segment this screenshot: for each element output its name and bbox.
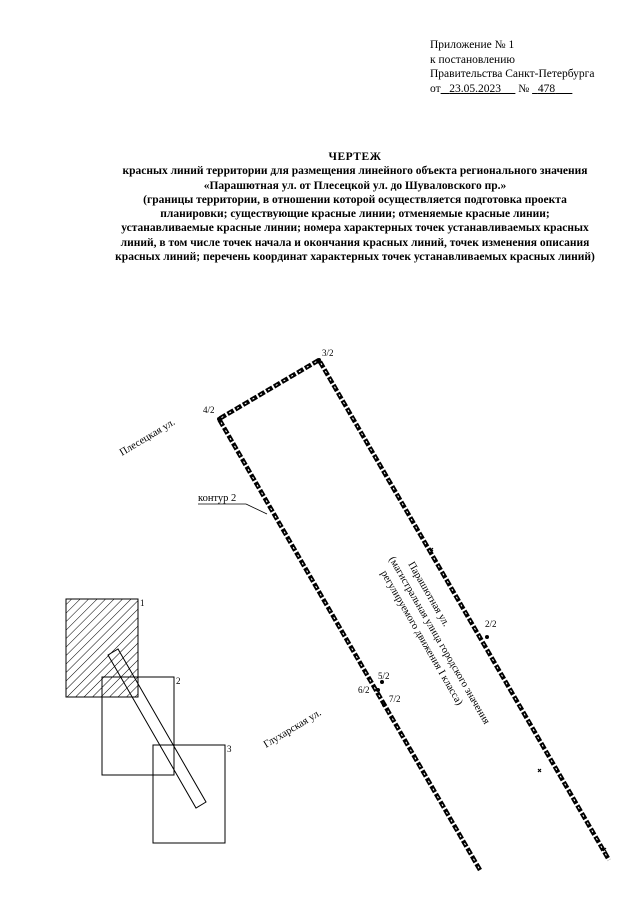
- point-label-7-2: 7/2: [389, 694, 401, 704]
- title-line: красных линий территории для размещения …: [122, 165, 588, 178]
- number-label: №: [518, 82, 530, 95]
- title-line: (границы территории, в отношении которой…: [143, 193, 567, 206]
- appendix-header: Приложение № 1 к постановлению Правитель…: [430, 38, 595, 96]
- from-label: от: [430, 82, 441, 95]
- sheet-2-label: 2: [176, 676, 181, 686]
- sheet-3-label: 3: [227, 744, 232, 754]
- territory-boundary: [215, 356, 611, 872]
- title-line: планировки; существующие красные линии; …: [160, 208, 550, 221]
- contour-label: контур 2: [198, 493, 236, 504]
- sheet-1-label: 1: [140, 598, 145, 608]
- document-title: ЧЕРТЕЖ: [328, 151, 382, 163]
- street-name-glukharskaya: Глухарская ул.: [262, 708, 324, 751]
- main-street-label: Парашютная ул. (магистральная улица горо…: [378, 555, 492, 727]
- document-number: 478: [537, 82, 556, 95]
- point-markers: [217, 358, 607, 852]
- point-label-2-2: 2/2: [485, 619, 497, 629]
- appendix-date-line: от 23.05.2023 № 478: [430, 82, 595, 97]
- point-label-5-2: 5/2: [378, 671, 390, 681]
- contour-leader-line: [245, 503, 268, 515]
- title-line: «Парашютная ул. от Плесецкой ул. до Шува…: [203, 179, 507, 192]
- document-date: 23.05.2023: [449, 82, 501, 95]
- title-block: ЧЕРТЕЖ красных линий территории для разм…: [88, 150, 622, 264]
- point-label-4-2: 4/2: [203, 405, 215, 415]
- appendix-line3: Правительства Санкт-Петербурга: [430, 68, 595, 80]
- appendix-line1: Приложение № 1: [430, 39, 515, 51]
- point-label-6-2: 6/2: [358, 685, 370, 695]
- title-line: красных линий; перечень координат характ…: [115, 251, 595, 264]
- sheet-2-frame: [101, 676, 175, 776]
- title-line: линий, в том числе точек начала и оконча…: [120, 236, 590, 249]
- title-line: устанавливаемые красные линии; номера ха…: [121, 222, 589, 235]
- point-label-3-2: 3/2: [322, 348, 334, 358]
- main-street-classification: (магистральная улица городского значения: [386, 555, 491, 727]
- corridor-footprint: [107, 648, 207, 809]
- sheet-index-map: 1 2 3: [65, 598, 232, 844]
- street-name-plesetskaya: Плесецкая ул.: [118, 417, 177, 459]
- appendix-line2: к постановлению: [430, 53, 515, 66]
- sheet-3-frame: [152, 744, 226, 844]
